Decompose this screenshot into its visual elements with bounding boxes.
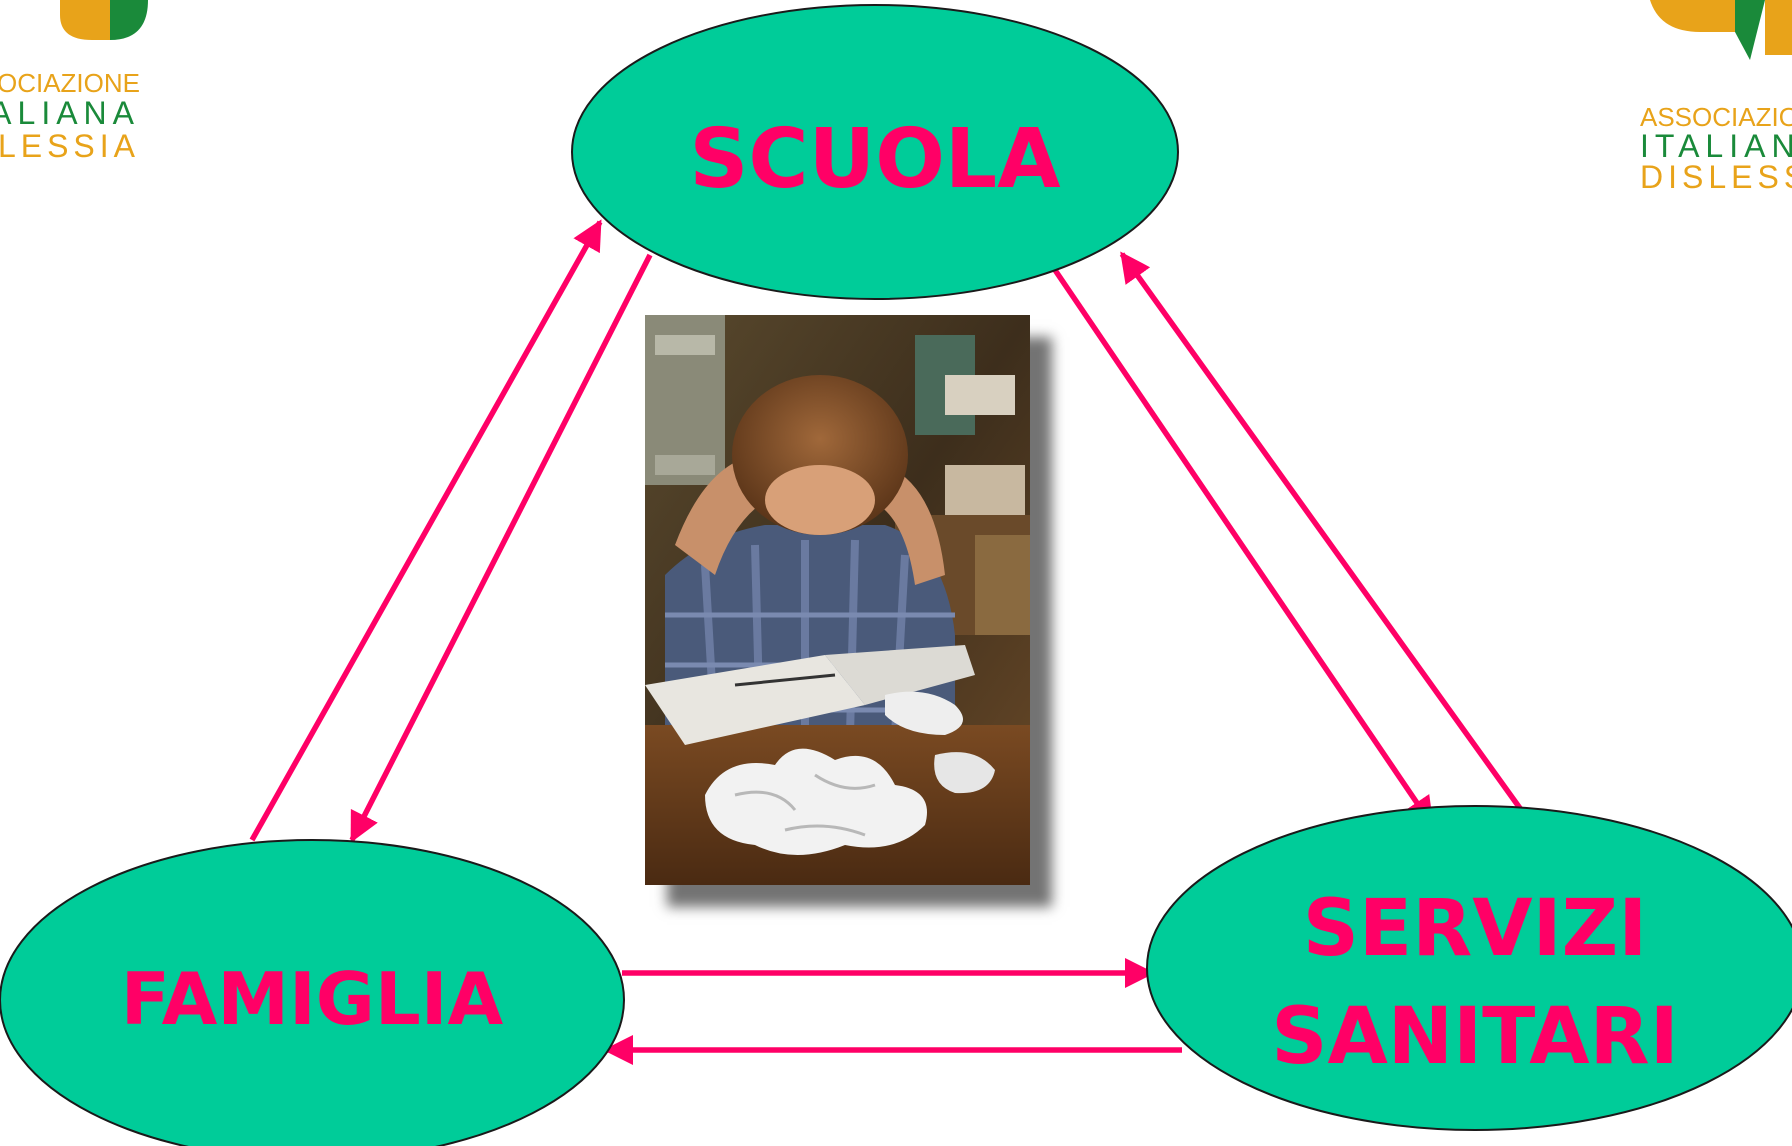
photo-child-studying bbox=[645, 315, 1030, 885]
logo-right-line1: ASSOCIAZIONE bbox=[1640, 102, 1792, 132]
arrow-scuola-to-servizi bbox=[1052, 268, 1435, 828]
node-servizi-ellipse bbox=[1146, 805, 1792, 1131]
arrows bbox=[249, 219, 1535, 1066]
logo-right-shape-b bbox=[1765, 0, 1792, 55]
arrow-servizi-to-scuola bbox=[1119, 251, 1535, 827]
logo-left-shape bbox=[60, 0, 110, 40]
logo-left-line3: DISLESSIA bbox=[0, 128, 140, 164]
photo-illustration bbox=[645, 315, 1030, 885]
node-famiglia-label: FAMIGLIA bbox=[121, 957, 504, 1041]
logo-right-line2: ITALIANA bbox=[1640, 128, 1792, 164]
arrow-scuola-to-famiglia bbox=[349, 253, 653, 843]
logo-left-shape-green bbox=[110, 0, 148, 40]
logo-right-line3: DISLESSIA bbox=[1640, 159, 1792, 195]
node-servizi-label-line2: SANITARI bbox=[1271, 992, 1678, 1082]
node-scuola-label: SCUOLA bbox=[689, 112, 1061, 207]
arrow-famiglia-to-scuola bbox=[249, 219, 603, 842]
logo-left-line2: ITALIANA bbox=[0, 95, 140, 131]
node-servizi: SERVIZI SANITARI bbox=[1146, 805, 1792, 1131]
node-scuola: SCUOLA bbox=[571, 4, 1179, 300]
node-servizi-label-line1: SERVIZI bbox=[1303, 884, 1648, 974]
node-famiglia: FAMIGLIA bbox=[0, 839, 625, 1146]
logo-right-shape-green bbox=[1735, 0, 1765, 60]
logo-right: ASSOCIAZIONE ITALIANA DISLESSIA bbox=[1640, 0, 1792, 195]
logo-left: ASSOCIAZIONE ITALIANA DISLESSIA bbox=[0, 0, 148, 164]
node-scuola-ellipse bbox=[571, 4, 1179, 300]
logo-left-line1: ASSOCIAZIONE bbox=[0, 68, 140, 98]
logo-right-shape bbox=[1650, 0, 1735, 32]
node-famiglia-ellipse bbox=[0, 839, 625, 1146]
